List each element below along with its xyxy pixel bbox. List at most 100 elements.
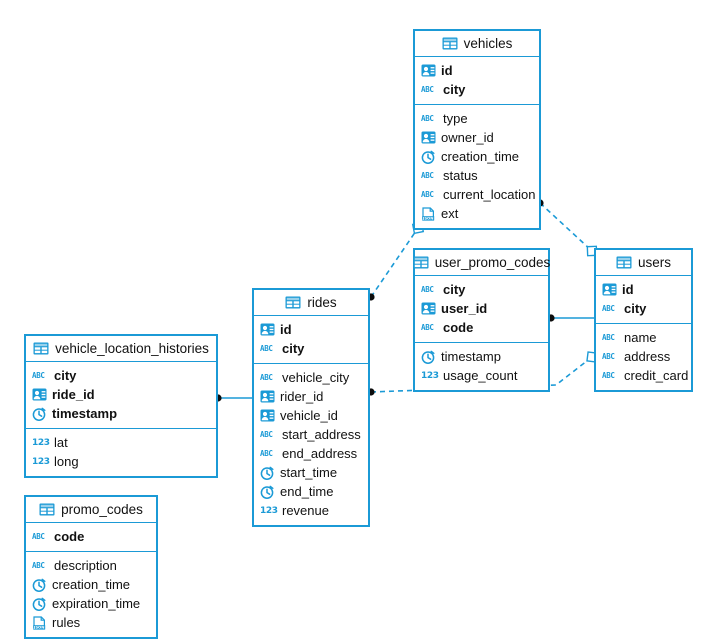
- timestamp-type-icon: [421, 350, 436, 364]
- column-row-vehicle_id[interactable]: vehicle_id: [254, 406, 368, 425]
- timestamp-type-icon: [421, 150, 436, 164]
- column-row-city[interactable]: ABC city: [254, 339, 368, 358]
- relationship-rel-upc-users[interactable]: [547, 314, 594, 322]
- string-type-icon: ABC: [421, 189, 434, 199]
- number-type-icon: 123: [260, 505, 278, 516]
- table-header-promo_codes[interactable]: promo_codes: [26, 497, 156, 523]
- column-name: type: [443, 111, 468, 126]
- string-type-icon: ABC: [260, 429, 273, 439]
- primary-key-section: ABC code: [26, 523, 156, 552]
- table-header-users[interactable]: users: [596, 250, 691, 276]
- column-row-owner_id[interactable]: owner_id: [415, 128, 539, 147]
- column-row-usage_count[interactable]: 123 usage_count: [415, 366, 548, 385]
- column-row-timestamp[interactable]: timestamp: [415, 347, 548, 366]
- column-name: id: [280, 322, 292, 337]
- table-header-vehicle_location_histories[interactable]: vehicle_location_histories: [26, 336, 216, 362]
- column-row-expiration_time[interactable]: expiration_time: [26, 594, 156, 613]
- number-type-icon: 123: [421, 370, 439, 381]
- string-type-icon: ABC: [602, 332, 615, 342]
- column-row-creation_time[interactable]: creation_time: [26, 575, 156, 594]
- column-name: city: [282, 341, 305, 356]
- column-name: usage_count: [443, 368, 518, 383]
- column-row-end_time[interactable]: end_time: [254, 482, 368, 501]
- column-row-id[interactable]: id: [254, 320, 368, 339]
- column-row-name[interactable]: ABC name: [596, 328, 691, 347]
- string-type-icon: ABC: [421, 322, 434, 332]
- column-name: end_time: [280, 484, 334, 499]
- table-title: promo_codes: [61, 501, 143, 517]
- column-row-timestamp[interactable]: timestamp: [26, 404, 216, 423]
- relationship-rel-vlh-rides[interactable]: [214, 394, 252, 402]
- string-type-icon: ABC: [421, 170, 434, 180]
- column-name: city: [624, 301, 647, 316]
- table-grid-icon: [413, 256, 429, 270]
- column-row-user_id[interactable]: user_id: [415, 299, 548, 318]
- column-row-id[interactable]: id: [596, 280, 691, 299]
- string-type-icon: ABC: [602, 370, 615, 380]
- string-type-icon: ABC: [421, 284, 434, 294]
- column-row-code[interactable]: ABC code: [26, 527, 156, 546]
- column-name: code: [443, 320, 474, 335]
- table-title: users: [637, 254, 671, 270]
- column-name: id: [441, 63, 453, 78]
- relationship-line: [539, 202, 593, 252]
- column-name: ride_id: [52, 387, 95, 402]
- column-name: owner_id: [441, 130, 494, 145]
- uuid-type-icon: [421, 64, 436, 78]
- column-row-creation_time[interactable]: creation_time: [415, 147, 539, 166]
- column-name: creation_time: [52, 577, 131, 592]
- string-type-icon: ABC: [260, 372, 273, 382]
- number-type-icon: 123: [32, 437, 50, 448]
- column-row-start_time[interactable]: start_time: [254, 463, 368, 482]
- column-row-code[interactable]: ABC code: [415, 318, 548, 337]
- column-row-id[interactable]: id: [415, 61, 539, 80]
- column-name: name: [624, 330, 657, 345]
- table-header-rides[interactable]: rides: [254, 290, 368, 316]
- string-type-icon: ABC: [602, 351, 615, 361]
- column-name: code: [54, 529, 85, 544]
- table-title: rides: [307, 294, 337, 310]
- column-row-rider_id[interactable]: rider_id: [254, 387, 368, 406]
- table-header-vehicles[interactable]: vehicles: [415, 31, 539, 57]
- column-name: creation_time: [441, 149, 520, 164]
- relationship-line: [370, 227, 419, 298]
- svg-text:JSON: JSON: [33, 624, 45, 629]
- timestamp-type-icon: [32, 578, 47, 592]
- string-type-icon: ABC: [32, 531, 45, 541]
- string-type-icon: ABC: [260, 343, 273, 353]
- column-name: ext: [441, 206, 459, 221]
- uuid-type-icon: [260, 390, 275, 404]
- column-row-ride_id[interactable]: ride_id: [26, 385, 216, 404]
- table-header-user_promo_codes[interactable]: user_promo_codes: [413, 250, 550, 276]
- timestamp-type-icon: [32, 597, 47, 611]
